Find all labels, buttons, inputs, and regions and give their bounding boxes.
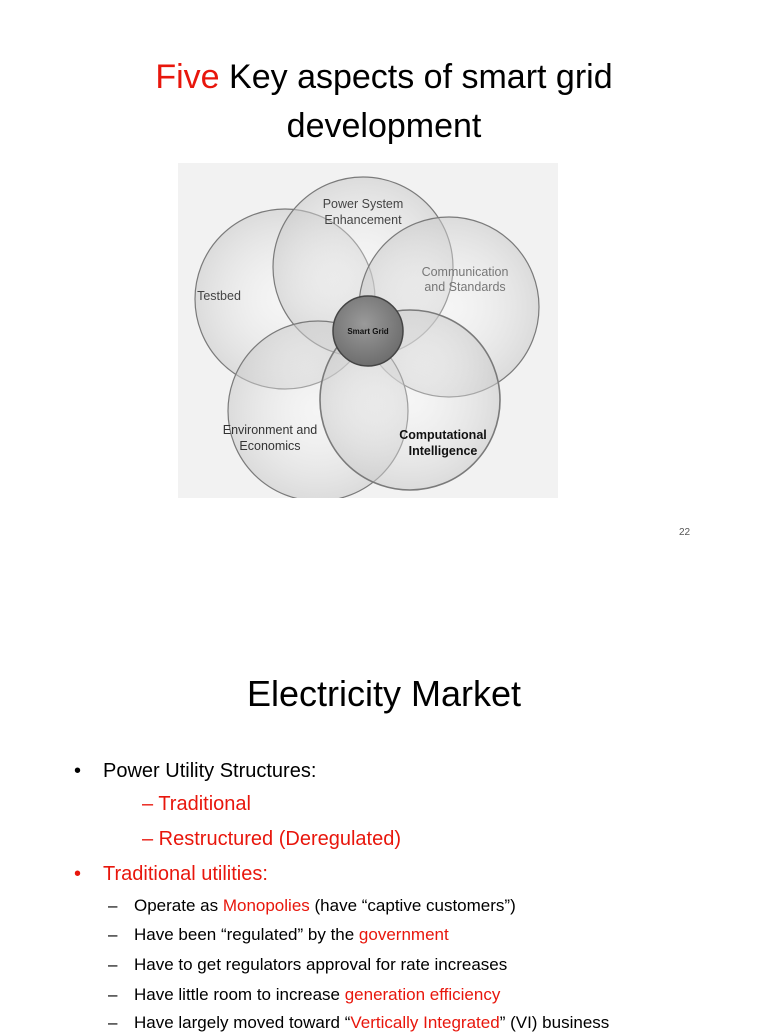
item-highlight: generation efficiency [344, 985, 501, 1004]
slide-title-line2: development [286, 107, 482, 145]
label-testbed: Testbed [197, 289, 241, 303]
slide-title: Five Key aspects of smart grid [0, 53, 768, 101]
sub-bullet-traditional: – Traditional [142, 793, 251, 815]
slide2-title: Electricity Market [246, 673, 522, 714]
item-text-post: ” (VI) business [499, 1013, 610, 1032]
label-power-system-1: Power System [323, 197, 404, 211]
dash-marker: – [108, 1013, 118, 1032]
sub-bullet-restructured: – Restructured (Deregulated) [142, 828, 402, 850]
bullet-dot: • [74, 760, 82, 782]
label-environment-2: Economics [239, 439, 300, 453]
bullet-dot: • [74, 863, 82, 885]
label-computational-2: Intelligence [409, 444, 478, 458]
label-communication-2: and Standards [424, 280, 505, 294]
item-text: Have been “regulated” by the [134, 925, 359, 944]
item-text: Have to get regulators approval for rate… [134, 955, 508, 974]
item-highlight: Vertically Integrated [350, 1013, 500, 1032]
label-computational-1: Computational [399, 428, 487, 442]
title-text-line1: Key aspects of smart grid [229, 58, 613, 96]
item-text: Have little room to increase [134, 985, 345, 1004]
label-communication-1: Communication [422, 265, 509, 279]
item-highlight: Monopolies [222, 896, 310, 915]
bullet-text: Traditional utilities: [103, 863, 268, 885]
smart-grid-venn-diagram: Smart Grid Power System Enhancement Comm… [178, 163, 558, 498]
item-highlight: government [358, 925, 449, 944]
dash-marker: – [108, 896, 118, 915]
page-number: 22 [679, 527, 691, 538]
dash-marker: – [108, 985, 118, 1004]
title-highlight: Five [155, 58, 220, 96]
dash-marker: – [108, 955, 118, 974]
item-text-post: (have “captive customers”) [309, 896, 516, 915]
slide-smart-grid: Five Key aspects of smart grid developme… [0, 53, 768, 538]
item-text: Have largely moved toward “ [134, 1013, 351, 1032]
item-text: Operate as [134, 896, 223, 915]
circle-smart-grid-center [332, 295, 404, 367]
label-power-system-2: Enhancement [324, 213, 402, 227]
label-environment-1: Environment and [223, 423, 318, 437]
bullet-text: Power Utility Structures: [103, 760, 317, 782]
label-smart-grid: Smart Grid [347, 327, 388, 336]
dash-marker: – [108, 925, 118, 944]
